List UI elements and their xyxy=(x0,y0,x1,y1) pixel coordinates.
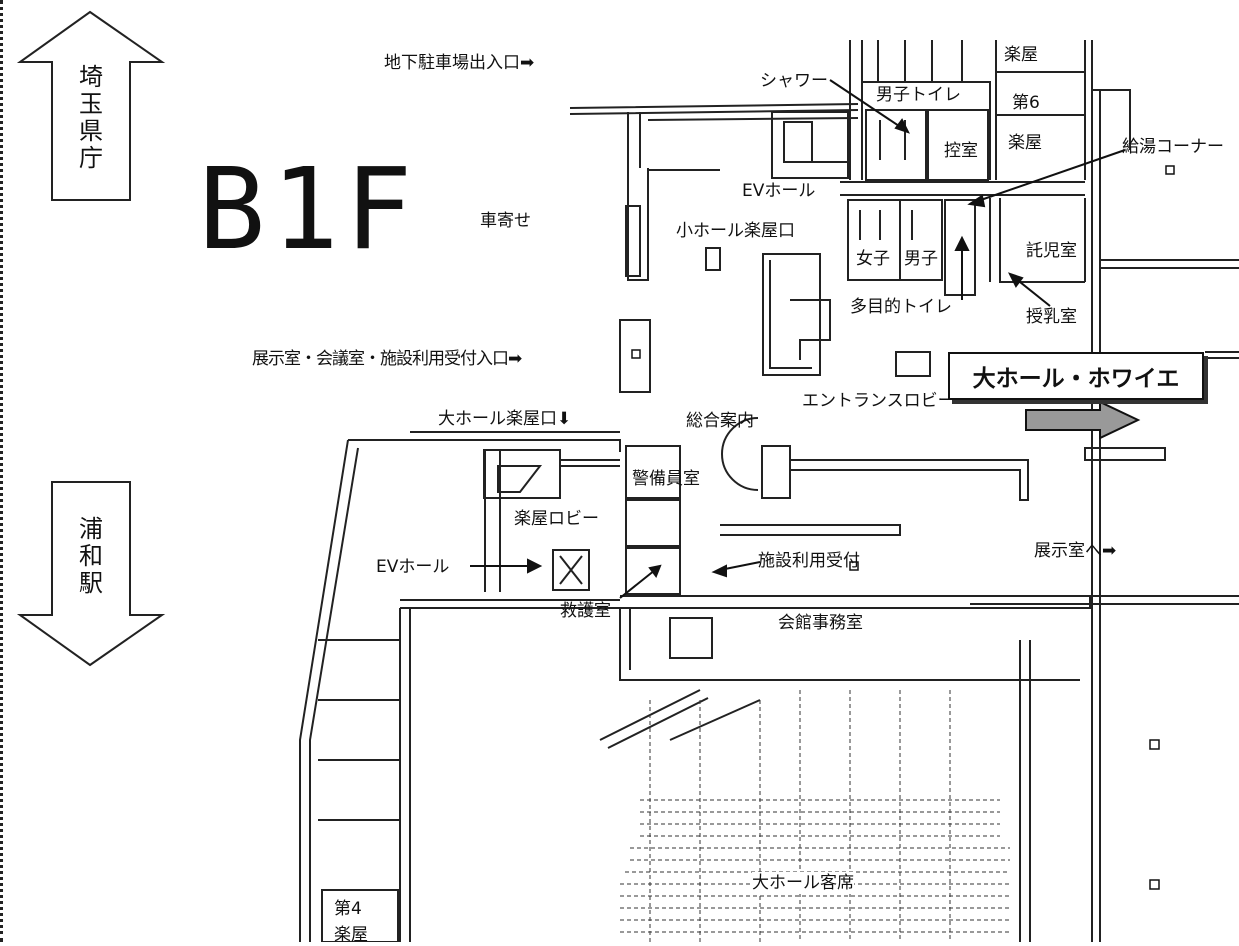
direction-south-label: 浦和駅 xyxy=(79,515,103,597)
label-car-approach: 車寄せ xyxy=(480,211,531,231)
label-facility-reception: 施設利用受付 xyxy=(758,551,860,571)
label-ev-hall-top: EVホール xyxy=(742,181,816,201)
label-parking-entrance: 地下駐車場出入口➡ xyxy=(384,53,535,73)
label-ev-hall-left: EVホール xyxy=(376,557,450,577)
label-waiting-room: 控室 xyxy=(944,141,978,161)
label-womens-toilet: 女子 xyxy=(856,249,890,269)
label-green-room-4: 楽屋 xyxy=(334,925,368,945)
label-nursing-room: 授乳室 xyxy=(1026,307,1077,327)
label-exhibit-entrance: 展示室・会議室・施設利用受付入口➡ xyxy=(252,349,522,369)
large-hall-foyer-label: 大ホール・ホワイエ xyxy=(948,352,1204,400)
label-green-room-6-number: 第6 xyxy=(1012,93,1040,113)
label-nursery: 託児室 xyxy=(1026,241,1077,261)
label-admin-office: 会館事務室 xyxy=(778,613,863,633)
direction-north-label: 埼玉県庁 xyxy=(79,63,103,172)
label-large-hall-green-room-entrance: 大ホール楽屋口⬇ xyxy=(438,409,572,429)
label-green-room-top: 楽屋 xyxy=(1004,45,1038,65)
label-mens-toilet: 男子 xyxy=(904,249,938,269)
label-kitchenette: 給湯コーナー xyxy=(1122,137,1224,157)
south-arrow-icon xyxy=(16,481,166,667)
north-arrow-icon xyxy=(16,10,166,201)
label-first-aid-room: 救護室 xyxy=(560,601,611,621)
label-green-room-4-number: 第4 xyxy=(334,899,362,919)
page-edge-dotted xyxy=(0,0,4,942)
label-hall-seating: 大ホール客席 xyxy=(752,872,854,894)
label-entrance-lobby: エントランスロビー xyxy=(802,391,955,411)
label-to-exhibition: 展示室へ➡ xyxy=(1034,541,1117,561)
label-small-hall-green-room: 小ホール楽屋口 xyxy=(676,221,795,241)
label-green-room-6: 楽屋 xyxy=(1008,133,1042,153)
floor-title: B1F xyxy=(198,145,419,275)
label-security-room: 警備員室 xyxy=(632,469,700,489)
foyer-direction-arrow-icon xyxy=(1025,400,1141,440)
label-info-desk: 総合案内 xyxy=(686,411,754,431)
label-mens-toilet-top: 男子トイレ xyxy=(876,85,961,105)
label-multipurpose-toilet: 多目的トイレ xyxy=(850,297,952,317)
label-green-room-lobby: 楽屋ロビー xyxy=(514,509,599,529)
label-shower: シャワー xyxy=(760,71,828,91)
